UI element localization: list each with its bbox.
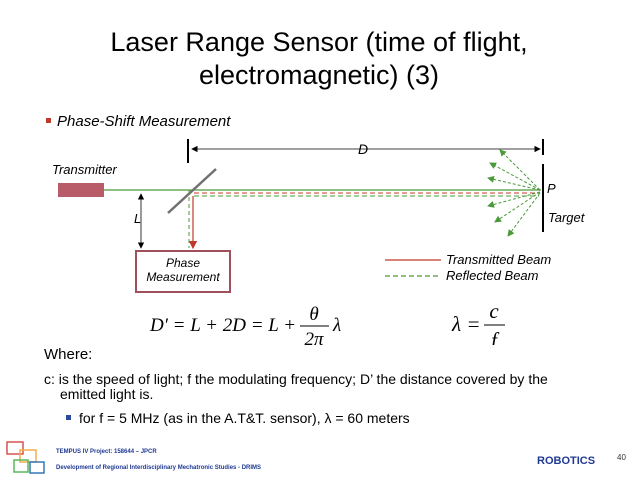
phase-box-line-2: Measurement bbox=[146, 270, 220, 284]
formula-distance-denominator: 2π bbox=[304, 329, 324, 345]
transmitter-label: Transmitter bbox=[52, 162, 117, 177]
scatter-arrow-6 bbox=[507, 192, 541, 237]
legend-transmitted-label: Transmitted Beam bbox=[446, 252, 551, 267]
footer-course: ROBOTICS bbox=[537, 455, 596, 467]
phase-measurement-box bbox=[135, 250, 231, 293]
formula-distance-lhs: D′ = L + 2D = L + bbox=[149, 315, 296, 336]
title-line-2: electromagnetic) (3) bbox=[198, 60, 440, 90]
title-line-1: Laser Range Sensor (time of flight, bbox=[110, 27, 528, 57]
formula-distance: D′ = L + 2D = L + θ 2π λ bbox=[149, 304, 341, 345]
formula-wavelength: λ = c f bbox=[451, 299, 505, 345]
formula-wavelength-lhs: λ = bbox=[451, 312, 481, 336]
scatter-arrow-5 bbox=[494, 191, 541, 223]
bullet-heading: Phase-Shift Measurement bbox=[46, 113, 230, 130]
distance-label: D bbox=[358, 141, 368, 157]
footer-program: Development of Regional Interdisciplinar… bbox=[56, 465, 262, 471]
drims-logo-icon bbox=[6, 441, 45, 474]
beam-splitter bbox=[167, 168, 217, 214]
scatter-arrow-3 bbox=[487, 175, 541, 191]
where-label: Where: bbox=[44, 346, 93, 363]
page-number: 40 bbox=[617, 453, 626, 462]
scatter-arrows bbox=[487, 149, 541, 237]
formula-distance-numerator: θ bbox=[309, 304, 318, 325]
definition-line-2: emitted light is. bbox=[60, 386, 154, 402]
scatter-arrow-1 bbox=[499, 149, 541, 191]
bullet-heading-text: Phase-Shift Measurement bbox=[57, 113, 231, 130]
example-bullet-square-icon bbox=[66, 414, 71, 420]
formula-wavelength-numerator: c bbox=[489, 299, 499, 323]
footer-project: TEMPUS IV Project: 158644 – JPCR bbox=[56, 449, 157, 455]
target-label: Target bbox=[548, 210, 586, 225]
target-point-label: P bbox=[547, 181, 556, 196]
scatter-arrow-2 bbox=[489, 162, 541, 191]
length-label: L bbox=[134, 211, 141, 226]
definition-line-1: c: is the speed of light; f the modulati… bbox=[44, 371, 548, 387]
definition-text: c: is the speed of light; f the modulati… bbox=[44, 372, 614, 402]
scatter-arrow-4 bbox=[487, 191, 541, 208]
phase-box-line-1: Phase bbox=[166, 256, 200, 270]
example-bullet: for f = 5 MHz (as in the A.T&T. sensor),… bbox=[66, 410, 410, 426]
formula-distance-tail: λ bbox=[332, 315, 341, 336]
bullet-square-icon bbox=[46, 117, 51, 123]
example-text: for f = 5 MHz (as in the A.T&T. sensor),… bbox=[79, 410, 410, 426]
transmitter-block bbox=[58, 183, 104, 197]
legend-reflected-label: Reflected Beam bbox=[446, 268, 539, 283]
phase-shift-diagram: D Transmitter L Phase Measurement P Targ… bbox=[52, 139, 586, 345]
slide-title: Laser Range Sensor (time of flight, elec… bbox=[0, 26, 638, 92]
formula-wavelength-denominator: f bbox=[491, 328, 500, 345]
